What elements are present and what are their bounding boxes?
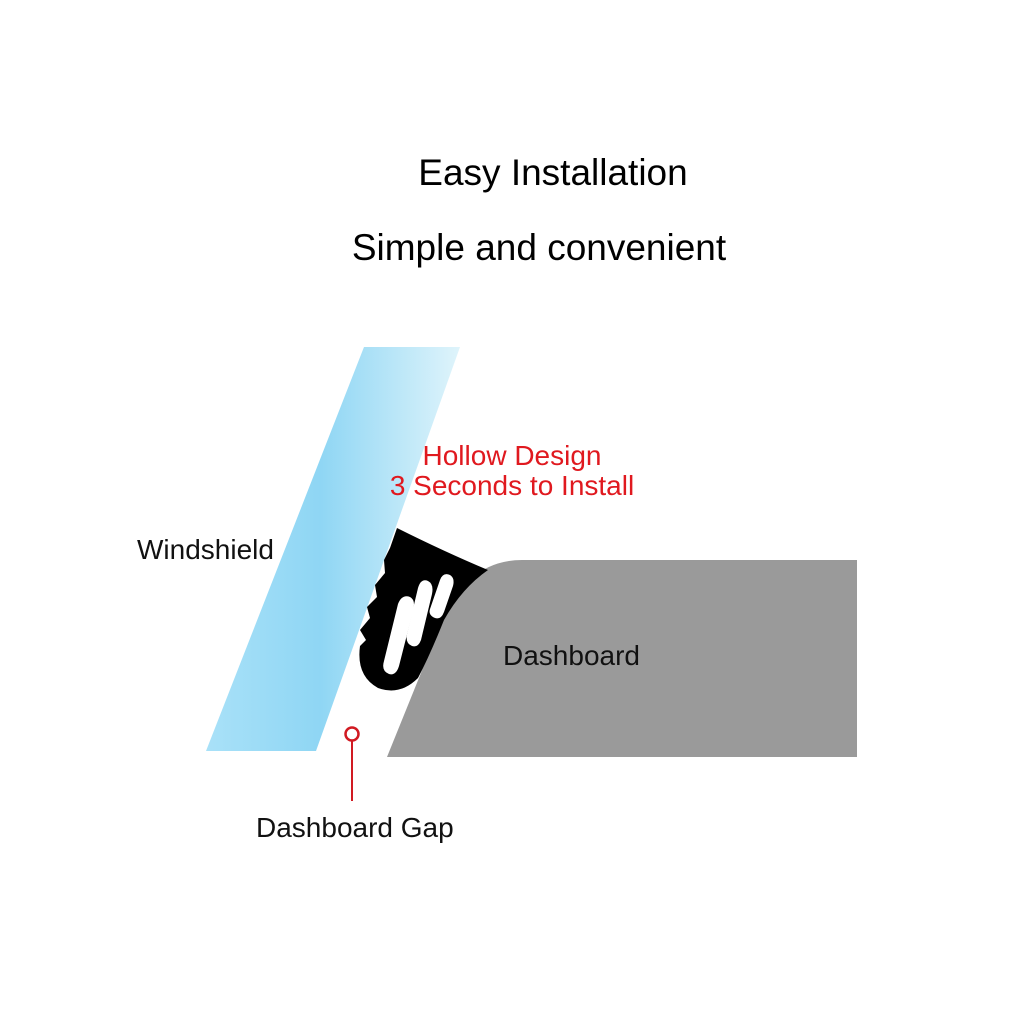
seal-chamber-1 bbox=[383, 596, 414, 675]
windshield-label: Windshield bbox=[137, 534, 274, 565]
headline-subtitle: Simple and convenient bbox=[351, 227, 727, 268]
callout-line-2: 3 Seconds to Install bbox=[389, 470, 635, 501]
headline-title: Easy Installation bbox=[418, 152, 688, 193]
callout-text: Hollow Design 3 Seconds to Install bbox=[372, 441, 652, 501]
seal-chamber-2 bbox=[406, 580, 433, 647]
rubber-seal-profile bbox=[359, 528, 488, 691]
seal-chamber-3 bbox=[429, 574, 454, 619]
dashboard-gap-label: Dashboard Gap bbox=[256, 812, 454, 843]
windshield-glass bbox=[206, 347, 460, 751]
gap-marker bbox=[344, 726, 360, 801]
callout-line-1: Hollow Design bbox=[422, 440, 602, 471]
gap-marker-dot bbox=[344, 726, 360, 742]
dashboard-label: Dashboard bbox=[503, 640, 640, 671]
dashboard-body bbox=[387, 560, 857, 757]
